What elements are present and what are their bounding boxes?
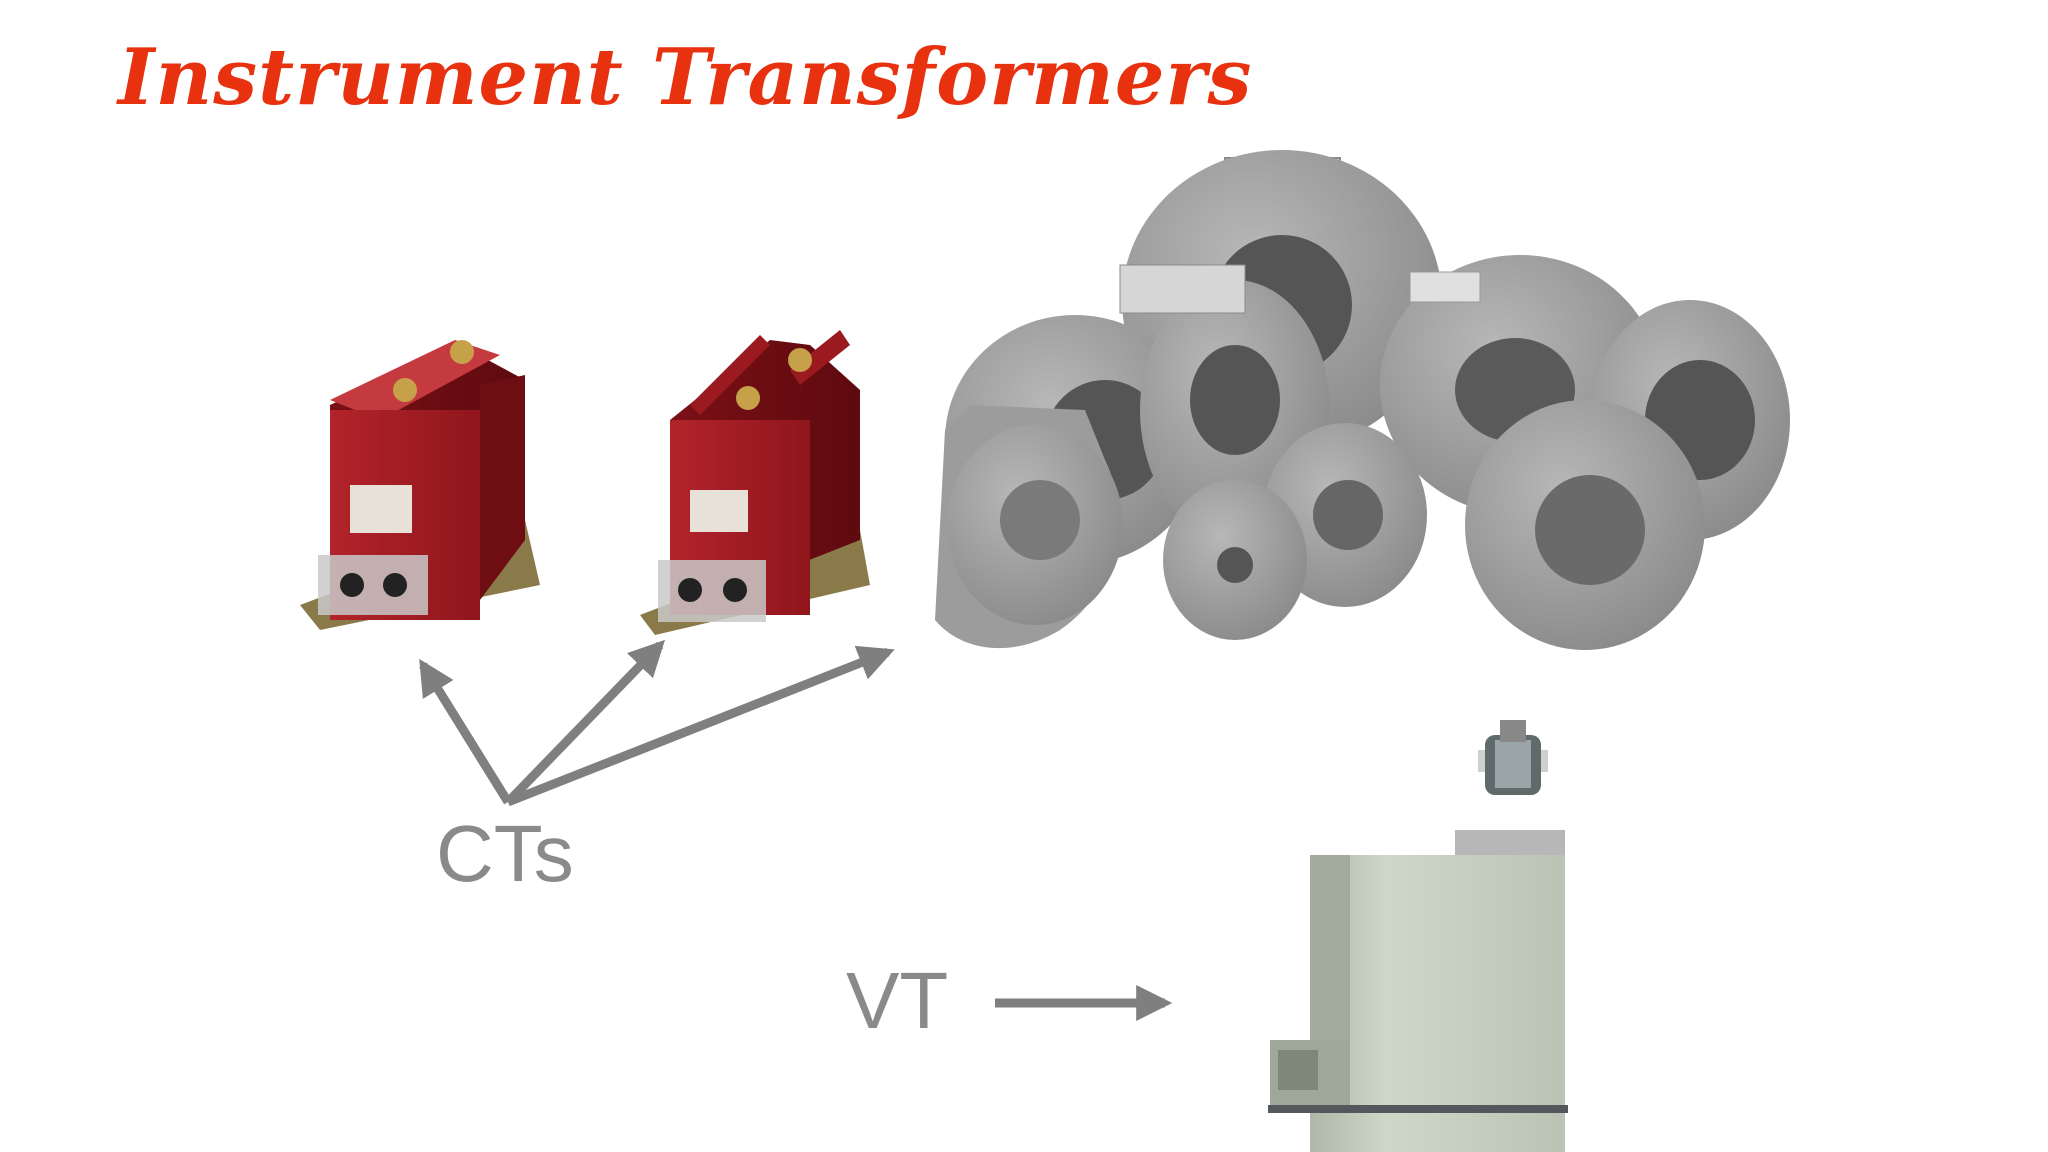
arrow-to-ct-left	[419, 658, 512, 805]
vt-label: VT	[846, 956, 949, 1045]
arrow-to-ct-middle	[504, 639, 666, 806]
ct-block-middle-image	[640, 330, 870, 635]
ring-ct-group-image	[935, 150, 1790, 650]
ct-block-left-image	[300, 340, 540, 630]
arrow-to-ring-cts	[506, 645, 895, 807]
ct-pointer-arrows	[419, 639, 895, 807]
slide-title: Instrument Transformers	[118, 32, 1253, 123]
vt-unit-image	[1268, 720, 1568, 1152]
cts-label: CTs	[436, 809, 574, 898]
